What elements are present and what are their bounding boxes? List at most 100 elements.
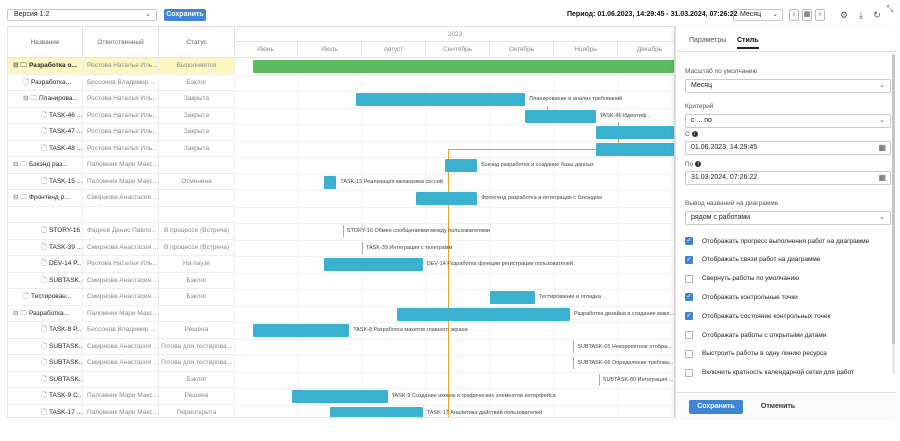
milestone-marker[interactable] [573,357,575,369]
table-row[interactable]: ⊟ 🗀Бэкэнд раз...Паломник Мари Макс... [8,157,236,174]
option-label[interactable]: Отображать прогресс выполнения работ на … [702,237,870,245]
table-row[interactable]: 🗋TASK-48 ...Ростова Наталья Иль...Закрыт… [8,140,236,157]
table-row[interactable]: ⊟ 🗀Разработка о...Ростова Наталья Иль...… [8,58,236,75]
row-name-cell[interactable]: 🗋SUBTASK... [8,272,83,289]
table-row[interactable]: 🗋SUBTASK...Смирнова Анастасия ...Готова … [8,338,236,355]
milestone-marker[interactable] [573,340,575,353]
gantt-bar[interactable] [323,175,337,189]
table-row[interactable]: 🗋TASK-39 ...Смирнова Анастасия ...В проц… [8,239,236,256]
row-name-cell[interactable]: 🗋DEV-14 Р... [8,256,83,272]
today-button[interactable]: ▦ [802,9,812,21]
option-checkbox[interactable]: ✓ [685,237,693,245]
table-row[interactable]: 🗋STORY-16 ...Фадеев Денис Павло...В проц… [8,223,236,240]
gantt-bar[interactable] [595,126,674,139]
row-name-cell[interactable]: 🗋TASK-9 С... [8,388,83,404]
row-name-cell[interactable]: ⊟ 🗀Планирова... [8,91,83,107]
info-icon[interactable]: i [691,131,698,138]
table-row[interactable]: 🗋SUBTASK...Смирнова Анастасия ...Бэклог [8,272,236,289]
row-name-cell[interactable]: 🗋STORY-16 ... [8,223,83,239]
table-row[interactable]: 🗋SUBTASK...Смирнова Анастасия ...Готова … [8,355,236,372]
column-header-name[interactable]: Название [8,27,83,58]
option-label[interactable]: Отображать связи работ на диаграмме [702,256,821,264]
gantt-bar[interactable] [445,159,478,172]
table-row[interactable]: 🗋TASK-9 С...Паломник Мари Макс...Решена [8,388,236,405]
folder-toggle-icon[interactable]: ⊟ 🗀 [13,194,27,201]
gantt-bar[interactable] [291,390,388,403]
save-top-button[interactable]: Сохранить [164,9,206,21]
option-label[interactable]: Включить кратность календарной сетки для… [702,369,854,377]
calendar-icon[interactable]: ▦ [878,173,886,182]
row-name-cell[interactable]: ⊟ 🗀Разработка... [8,305,83,322]
row-name-cell[interactable]: 🗋TASK-17 ... [8,404,83,417]
table-row[interactable]: 🗋TASK-47 ...Ростова Наталья Иль...Закрыт… [8,124,236,141]
option-label[interactable]: Свернуть работы по умолчанию [702,275,799,283]
scrollbar-thumb[interactable] [892,54,895,344]
milestone-marker[interactable] [342,225,344,237]
table-row[interactable]: 🗋TASK-8 Р...Бессонов Владимир ...Решена [8,322,236,339]
row-name-cell[interactable] [8,206,83,223]
column-header-responsible[interactable]: Ответственный [83,27,159,58]
gantt-bar[interactable] [323,258,423,271]
row-name-cell[interactable]: 🗋SUBTASK... [8,355,83,371]
tab-style[interactable]: Стиль [737,37,759,49]
next-button[interactable]: › [815,9,825,21]
gear-icon[interactable]: ⚙ [839,10,849,20]
table-row[interactable]: 🗋TASK-17 ...Паломник Мари Макс...Переотк… [8,404,236,417]
folder-toggle-icon[interactable]: ⊟ 🗀 [13,161,27,168]
scale-select[interactable]: Месяц ⌄ [733,9,783,21]
info-icon[interactable]: i [695,161,702,168]
table-row[interactable]: 🗋TASK-46 ...Ростова Наталья Иль...Закрыт… [8,107,236,124]
scale-default-select[interactable]: Месяц ⌄ [685,79,891,93]
option-checkbox[interactable] [685,349,693,358]
prev-button[interactable]: ‹ [789,9,799,21]
row-name-cell[interactable]: ⊟ 🗀Разработка о... [8,58,83,74]
row-name-cell[interactable]: 🗋TASK-8 Р... [8,322,83,338]
milestone-marker[interactable] [362,241,363,254]
gantt-bar[interactable] [253,324,350,337]
table-row[interactable]: 🗋Тестирован...Смирнова Анастасия ...Бэкл… [8,289,236,306]
option-checkbox[interactable]: ✓ [685,255,693,264]
table-row[interactable]: ⊟ 🗀Фронтенд р...Смирнова Анастасия ... [8,190,236,207]
table-row[interactable]: 🗋DEV-14 Р...Ростова Наталья Иль...На пау… [8,256,236,273]
calendar-icon[interactable]: ▦ [878,143,886,152]
names-select[interactable]: рядом с работами ⌄ [685,211,891,225]
option-label[interactable]: Отображать состояние контрольных точек [702,312,831,320]
criteria-select[interactable]: с ... по ⌄ [685,114,891,128]
option-checkbox[interactable]: ✓ [685,312,693,321]
folder-toggle-icon[interactable]: ⊟ 🗀 [13,309,27,317]
table-row[interactable]: ⊟ 🗀Планирова...Ростова Наталья Иль...Зак… [8,91,236,108]
milestone-marker[interactable] [598,373,600,386]
folder-toggle-icon[interactable]: ⊟ 🗀 [23,95,37,102]
row-name-cell[interactable]: ⊟ 🗀Фронтенд р... [8,190,83,206]
gantt-bar[interactable] [490,291,535,304]
option-checkbox[interactable] [685,331,693,339]
option-label[interactable]: Выстроить работы в одну линию ресурса [702,350,827,358]
table-row[interactable]: 🗋Разработка...Бессонов Владимир ...Бэкло… [8,74,236,91]
table-row[interactable]: ⊟ 🗀Разработка...Паломник Мари Макс... [8,305,236,322]
column-header-status[interactable]: Статус [159,27,235,58]
row-name-cell[interactable]: 🗋SUBTASK... [8,338,83,355]
option-checkbox[interactable] [685,368,693,377]
folder-toggle-icon[interactable]: ⊟ 🗀 [13,62,27,69]
row-name-cell[interactable]: 🗋TASK-46 ... [8,107,83,124]
gantt-bar[interactable] [253,60,674,73]
row-name-cell[interactable]: 🗋TASK-15 ... [8,173,83,190]
option-checkbox[interactable]: ✓ [685,293,693,302]
row-name-cell[interactable]: 🗋Разработка... [8,74,83,91]
option-label[interactable]: Отображать контрольные точки [702,293,798,301]
download-icon[interactable]: ⤓ [859,10,863,20]
gantt-bar[interactable] [397,307,570,321]
option-label[interactable]: Отображать работы с открытыми датами [702,331,827,339]
gantt-bar[interactable] [416,192,478,205]
gantt-bar[interactable] [595,142,674,156]
table-row[interactable]: 🗋TASK-15 ...Паломник Мари Макс...Отменен… [8,173,236,190]
cancel-button[interactable]: Отменить [760,403,796,410]
table-row[interactable]: 🗋SUBTASK...Бэклог [8,371,236,388]
from-date-input[interactable]: 01.06.2023, 14:29:45 ▦ [685,141,891,155]
gantt-bar[interactable] [355,93,526,106]
option-checkbox[interactable] [685,274,693,283]
row-name-cell[interactable]: ⊟ 🗀Бэкэнд раз... [8,157,83,173]
row-name-cell[interactable]: 🗋SUBTASK... [8,371,83,388]
table-row[interactable] [8,206,236,223]
tab-params[interactable]: Параметры [689,37,727,44]
